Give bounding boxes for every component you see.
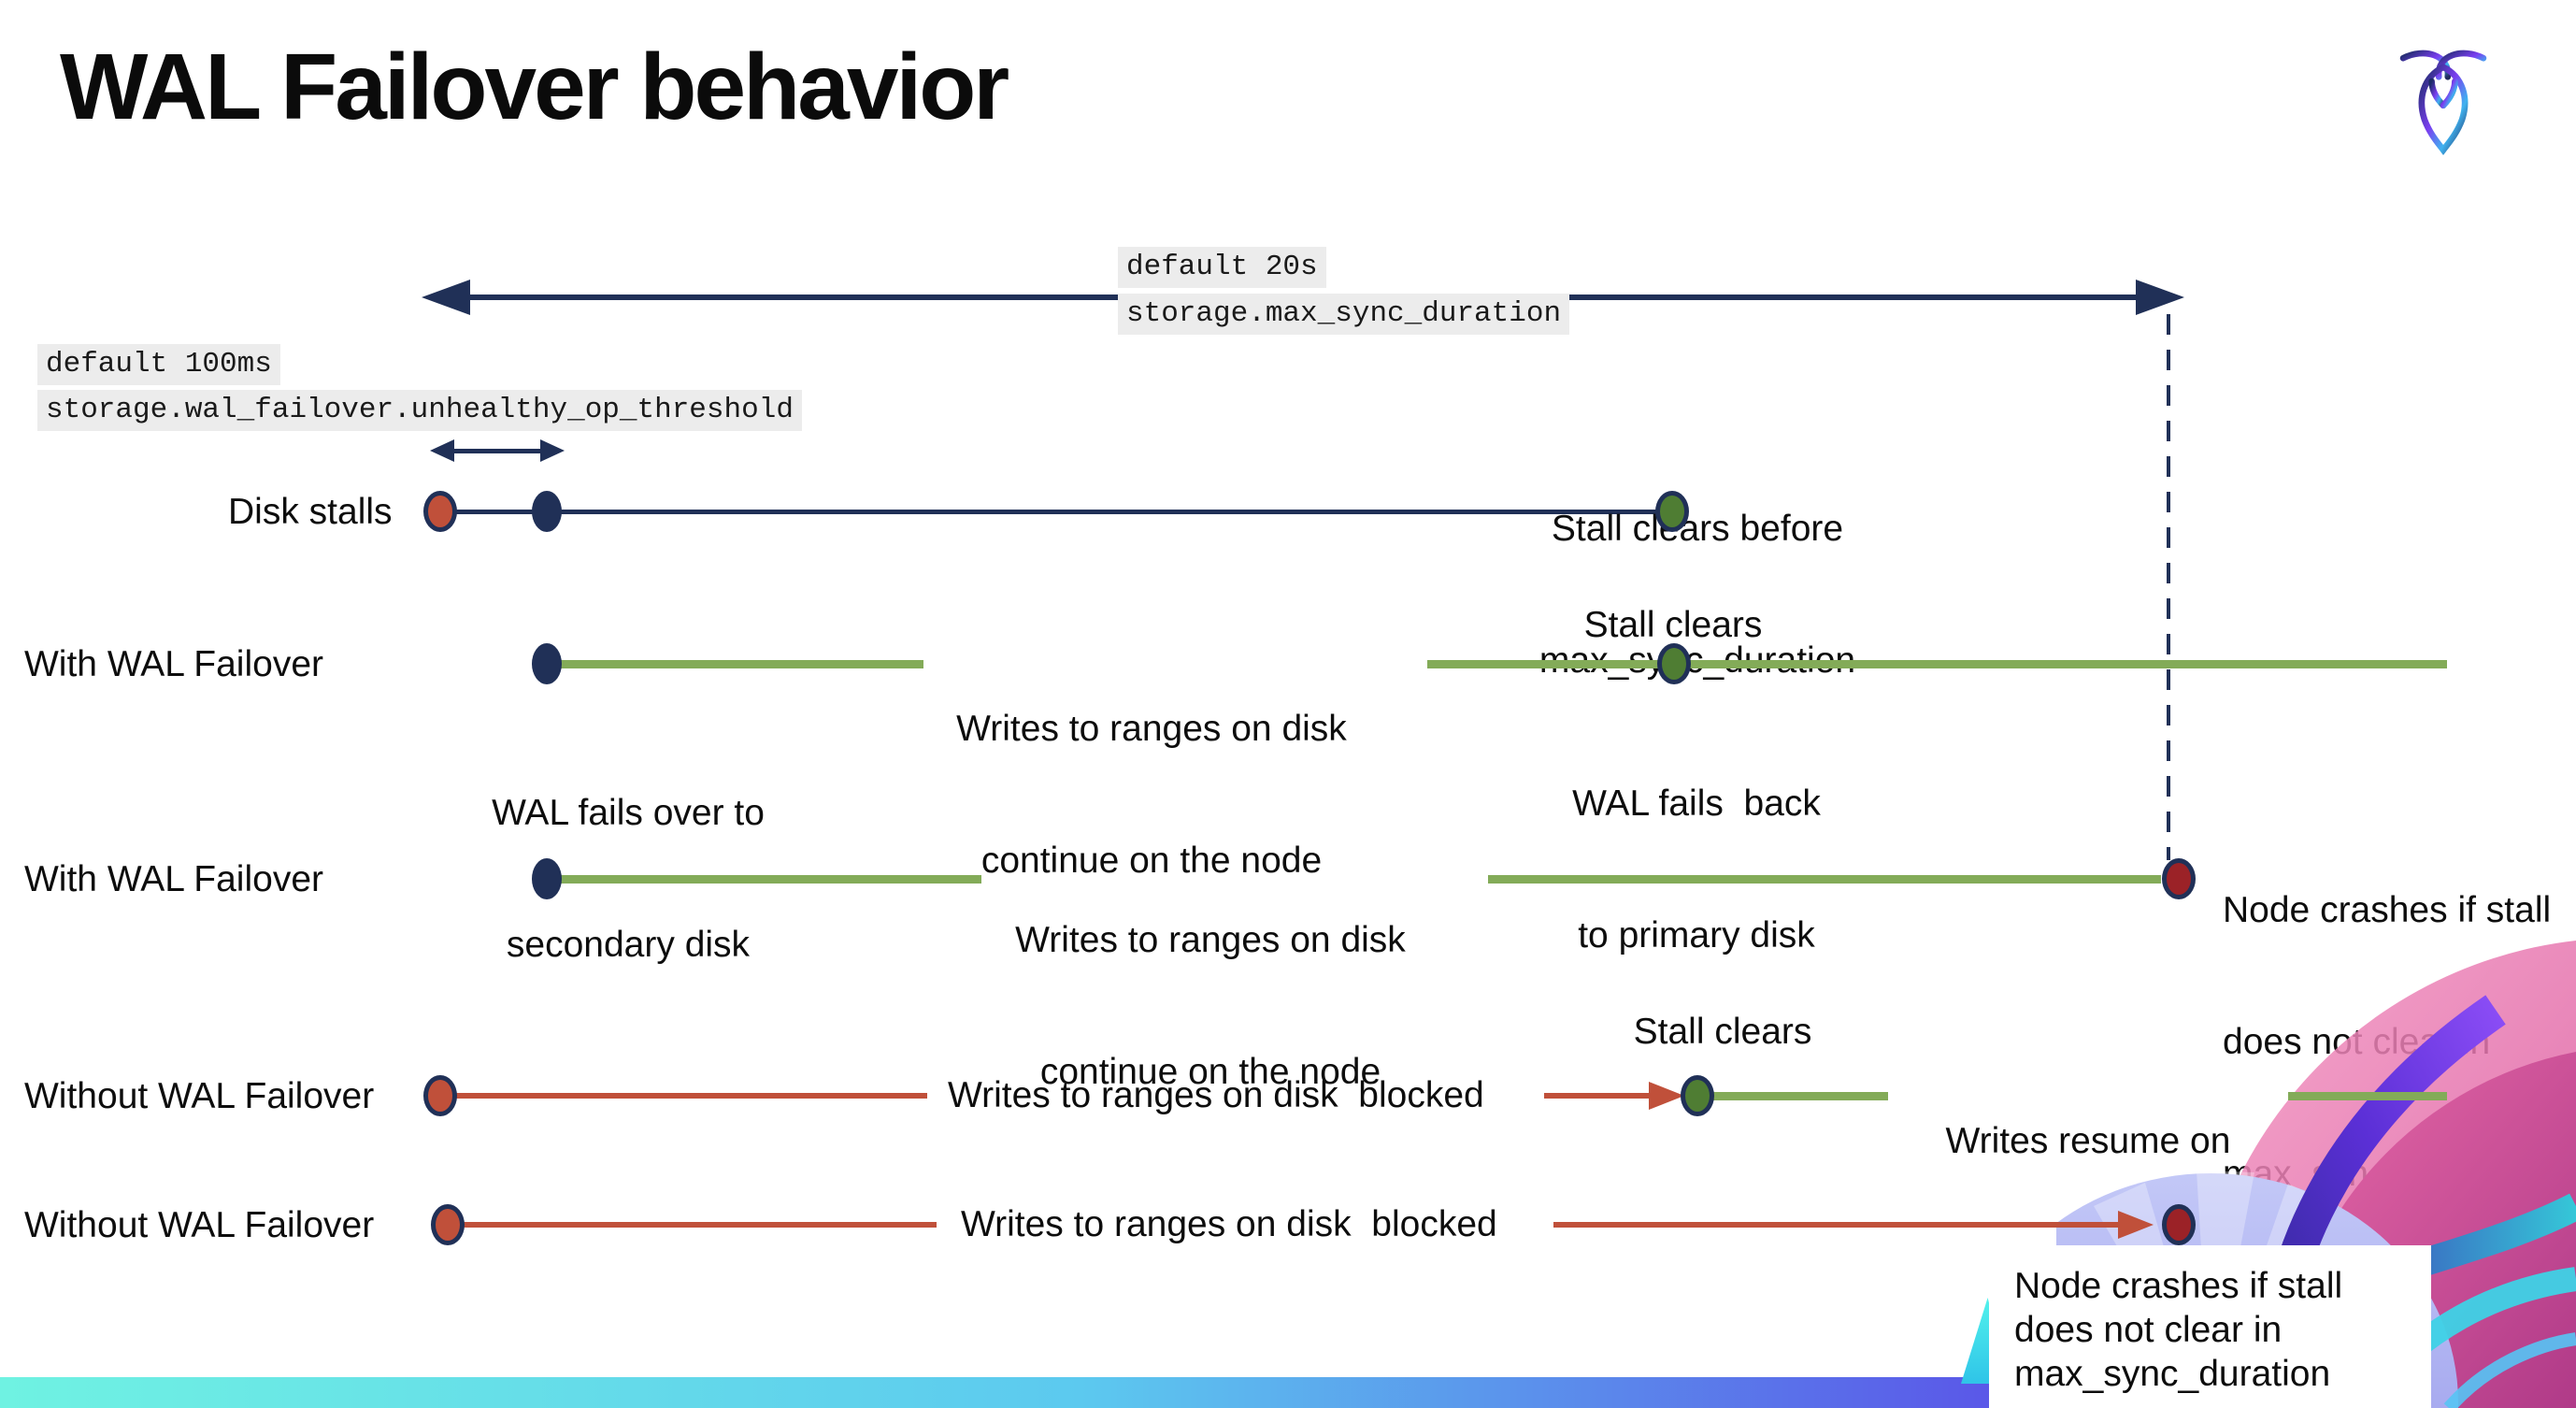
writes-blocked-line-row4 <box>451 1093 927 1099</box>
note-line: to primary disk <box>1578 915 1815 955</box>
blocked-arrow-line-row5 <box>1553 1222 2118 1228</box>
stall-clears-note-row2: Stall clears <box>1583 605 1763 645</box>
unhealthy-op-setting-label: storage.wal_failover.unhealthy_op_thresh… <box>37 390 802 431</box>
disk-stall-timeline <box>439 510 1671 514</box>
writes-blocked-note-row5: Writes to ranges on disk blocked <box>961 1204 1497 1244</box>
writes-continue-line-row2b <box>1427 660 2447 668</box>
writes-continue-note-row3: Writes to ranges on disk continue on the… <box>1015 830 1406 1182</box>
note-line: Writes to ranges on disk <box>956 709 1347 749</box>
note-line: WAL fails over to <box>492 793 765 833</box>
max-sync-default-label: default 20s <box>1118 247 1326 288</box>
stall-clears-dot-row4 <box>1681 1075 1714 1116</box>
max-sync-setting-label: storage.max_sync_duration <box>1118 294 1570 335</box>
threshold-arrow-line <box>454 449 540 453</box>
threshold-arrow-right-head <box>540 439 565 462</box>
note-line: continue on the node <box>1039 1052 1381 1092</box>
note-line: Stall clears before <box>1551 509 1844 549</box>
stall-start-dot <box>423 491 457 532</box>
failover-threshold-dot <box>532 491 562 532</box>
writes-continue-line-row2a <box>559 660 923 668</box>
stall-start-dot-row4 <box>423 1075 457 1116</box>
blocked-arrow-head-row5 <box>2118 1211 2154 1239</box>
max-sync-arrow-right-head <box>2136 280 2184 315</box>
note-line: max_sync_duration <box>2014 1354 2331 1394</box>
max-sync-arrow-left-head <box>422 280 470 315</box>
note-line: continue on the node <box>980 840 1323 881</box>
note-line: Node crashes if stall <box>2014 1266 2343 1306</box>
row-label-without-failover-1: Without WAL Failover <box>24 1076 375 1116</box>
threshold-arrow-left-head <box>430 439 454 462</box>
row-label-disk-stalls: Disk stalls <box>228 492 393 532</box>
writes-resume-line-row4a <box>1712 1092 1888 1100</box>
note-line: does not clear in <box>2014 1310 2283 1350</box>
note-line: Node crashes if stall <box>2223 890 2552 930</box>
blocked-arrow-head-row4 <box>1649 1082 1684 1110</box>
writes-blocked-note-row4: Writes to ranges on disk blocked <box>948 1075 1484 1115</box>
writes-resume-line-row4b <box>2288 1092 2447 1100</box>
row-label-without-failover-2: Without WAL Failover <box>24 1205 375 1245</box>
writes-continue-line-row3b <box>1488 875 2161 884</box>
row-label-with-failover-1: With WAL Failover <box>24 644 323 684</box>
stall-clears-note-row4: Stall clears <box>1633 1012 1812 1052</box>
stall-clears-dot-row2 <box>1657 643 1691 684</box>
node-crash-dot-row3 <box>2162 858 2196 899</box>
page-title: WAL Failover behavior <box>60 35 1009 139</box>
fails-back-note: WAL fails back to primary disk <box>1572 694 1821 1045</box>
cockroachdb-logo-icon <box>2399 50 2487 156</box>
note-line: Writes resume on <box>1945 1121 2231 1161</box>
note-line: WAL fails back <box>1572 783 1821 824</box>
row-label-with-failover-2: With WAL Failover <box>24 859 323 899</box>
node-crash-dot-row5 <box>2162 1204 2196 1245</box>
writes-blocked-line-row5 <box>458 1222 937 1228</box>
fails-over-note: WAL fails over to secondary disk <box>492 703 765 1055</box>
blocked-arrow-line-row4 <box>1544 1093 1649 1099</box>
stall-start-dot-row5 <box>431 1204 465 1245</box>
failover-start-dot-row3 <box>532 858 562 899</box>
writes-continue-line-row3a <box>559 875 981 884</box>
stall-clears-dot-row1 <box>1655 491 1689 532</box>
max-sync-deadline-dashed-line <box>2167 314 2170 860</box>
unhealthy-op-default-label: default 100ms <box>37 344 280 385</box>
note-line: Writes to ranges on disk <box>1015 920 1406 960</box>
writes-continue-note-row2: Writes to ranges on disk continue on the… <box>956 619 1347 970</box>
node-crash-callout-box: Node crashes if stall does not clear in … <box>1989 1245 2431 1408</box>
note-line: secondary disk <box>506 925 751 965</box>
failover-start-dot-row2 <box>532 643 562 684</box>
